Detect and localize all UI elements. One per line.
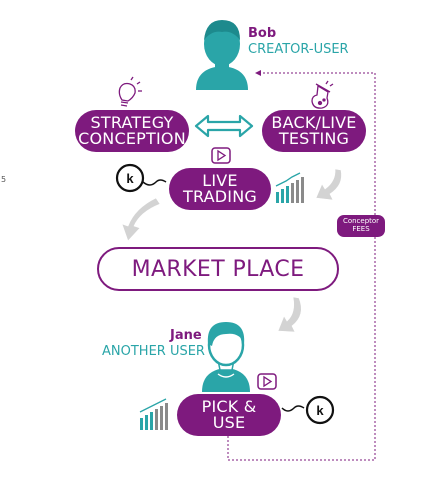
play-icon (257, 373, 277, 390)
user-name: Jane (170, 328, 202, 343)
backtest-line1: BACK/LIVE (271, 112, 357, 132)
flask-icon (311, 80, 334, 109)
curved-arrow-icon (277, 296, 302, 333)
svg-text:k: k (316, 403, 324, 418)
bar-chart-icon (139, 398, 168, 430)
page-tag: 5 (1, 175, 7, 184)
creator-avatar-icon (196, 20, 248, 90)
pick-line1: PICK & (201, 396, 257, 416)
dashed-flow-arrow (227, 70, 376, 461)
live-trading-node: LIVE TRADING (169, 168, 271, 210)
fees-line2: FEES (352, 225, 370, 233)
pick-line2: USE (212, 413, 246, 432)
conceptor-fees-badge: Conceptor FEES (337, 215, 385, 237)
bar-chart-icon (275, 172, 304, 203)
live-line1: LIVE (202, 170, 238, 190)
user-role: ANOTHER USER (102, 344, 205, 359)
play-icon (211, 147, 231, 164)
fees-line1: Conceptor (342, 217, 380, 226)
strategy-line1: STRATEGY (90, 112, 174, 132)
market-place-node: MARKET PLACE (97, 247, 339, 291)
strategy-conception-node: STRATEGY CONCEPTION (75, 110, 189, 152)
user-avatar-icon (202, 322, 250, 392)
platform-logo-icon: k (115, 163, 167, 193)
lightbulb-icon (118, 76, 142, 107)
svg-text:k: k (126, 171, 134, 186)
strategy-line2: CONCEPTION (78, 129, 186, 148)
platform-logo-icon: k (281, 395, 335, 425)
pick-use-node: PICK & USE (177, 394, 281, 436)
backtest-line2: TESTING (278, 129, 350, 148)
back-live-testing-node: BACK/LIVE TESTING (262, 110, 366, 152)
creator-role: CREATOR-USER (248, 42, 349, 57)
curved-arrow-icon (121, 197, 161, 242)
live-line2: TRADING (183, 187, 257, 206)
curved-arrow-icon (315, 168, 342, 201)
double-arrow-icon (194, 114, 254, 138)
creator-name: Bob (248, 26, 277, 41)
